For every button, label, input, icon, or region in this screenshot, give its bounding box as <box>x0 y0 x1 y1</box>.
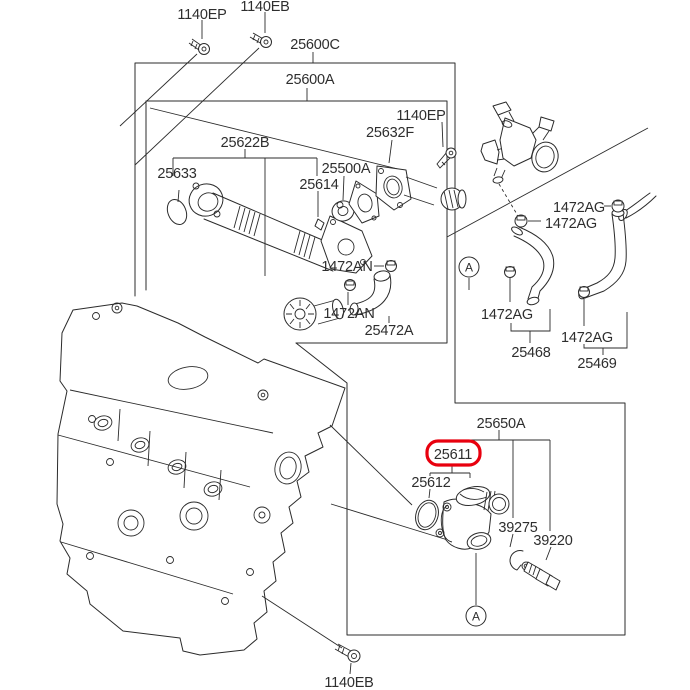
label-25600A[interactable]: 25600A <box>286 72 336 88</box>
label-1472AG-4[interactable]: 1472AG <box>561 330 613 346</box>
clamp-1472AG-icon <box>578 286 590 298</box>
clamp-1472AG-icon <box>514 214 528 228</box>
bolt-1140EP-icon <box>188 20 210 55</box>
label-39275[interactable]: 39275 <box>498 520 538 536</box>
label-1140EP-top[interactable]: 1140EP <box>177 7 227 23</box>
label-25500A[interactable]: 25500A <box>322 161 372 177</box>
clamp-1472AN-icon <box>385 260 397 272</box>
label-1140EP-right[interactable]: 1140EP <box>396 108 446 124</box>
hose-25472A <box>344 260 397 323</box>
label-1140EB-bottom[interactable]: 1140EB <box>324 675 374 690</box>
bolt-1140EP-right-icon <box>445 147 457 159</box>
label-25622B[interactable]: 25622B <box>221 135 270 151</box>
water-inlet-pipe-assembly <box>166 180 380 331</box>
bolt-leader-lines <box>119 47 399 170</box>
label-25600C[interactable]: 25600C <box>290 37 340 53</box>
sensor-39220-icon <box>521 561 561 591</box>
label-25633[interactable]: 25633 <box>157 166 197 182</box>
label-1472AG-3[interactable]: 1472AG <box>481 307 533 323</box>
label-25650A[interactable]: 25650A <box>477 416 527 432</box>
label-1472AN-2[interactable]: 1472AN <box>323 306 374 322</box>
coolant-pipe-fitting-drawing <box>446 101 657 238</box>
label-25469[interactable]: 25469 <box>577 356 617 372</box>
assembly-box-25600A-outline <box>145 100 448 344</box>
label-25612[interactable]: 25612 <box>411 475 451 491</box>
bolt-1140EB-bottom-icon <box>261 595 361 675</box>
label-25611-highlighted[interactable]: 25611 <box>434 447 473 463</box>
label-39220[interactable]: 39220 <box>533 533 573 549</box>
detail-marker-a-right <box>458 256 480 290</box>
label-stems-center <box>172 149 345 276</box>
bolt-1140EB-icon <box>249 12 272 48</box>
hose-nipple-icon <box>488 493 510 515</box>
label-1472AG-1[interactable]: 1472AG <box>553 200 605 216</box>
label-25472A[interactable]: 25472A <box>365 323 415 339</box>
label-stems-top <box>306 52 314 101</box>
assembly-box-25600C-outline <box>134 62 626 636</box>
label-25614[interactable]: 25614 <box>299 177 339 193</box>
label-25468[interactable]: 25468 <box>511 345 551 361</box>
clamp-1472AG-icon <box>611 199 625 213</box>
highlight-box-25611[interactable] <box>425 439 482 467</box>
label-1472AG-2[interactable]: 1472AG <box>545 216 597 232</box>
label-1140EB-top[interactable]: 1140EB <box>240 0 290 15</box>
marker-a-bottom-letter: A <box>472 610 480 624</box>
label-1472AN-1[interactable]: 1472AN <box>321 259 372 275</box>
part-labels: 1140EP 1140EB 25600C 25600A 25622B 25632… <box>157 0 617 690</box>
label-25632F[interactable]: 25632F <box>366 125 415 141</box>
gasket-25500A-icon <box>348 180 380 224</box>
clamp-1472AG-icon <box>504 266 516 278</box>
clip-39275-icon <box>509 550 524 571</box>
marker-a-right-letter: A <box>465 261 473 275</box>
heater-hoses <box>504 199 628 355</box>
clip-25614-icon <box>314 218 325 231</box>
thermostat-housing-group <box>329 424 561 627</box>
detail-marker-a-bottom <box>465 605 487 627</box>
engine-block-drawing <box>56 302 346 656</box>
water-outlet-fitting-25632F <box>375 121 467 211</box>
